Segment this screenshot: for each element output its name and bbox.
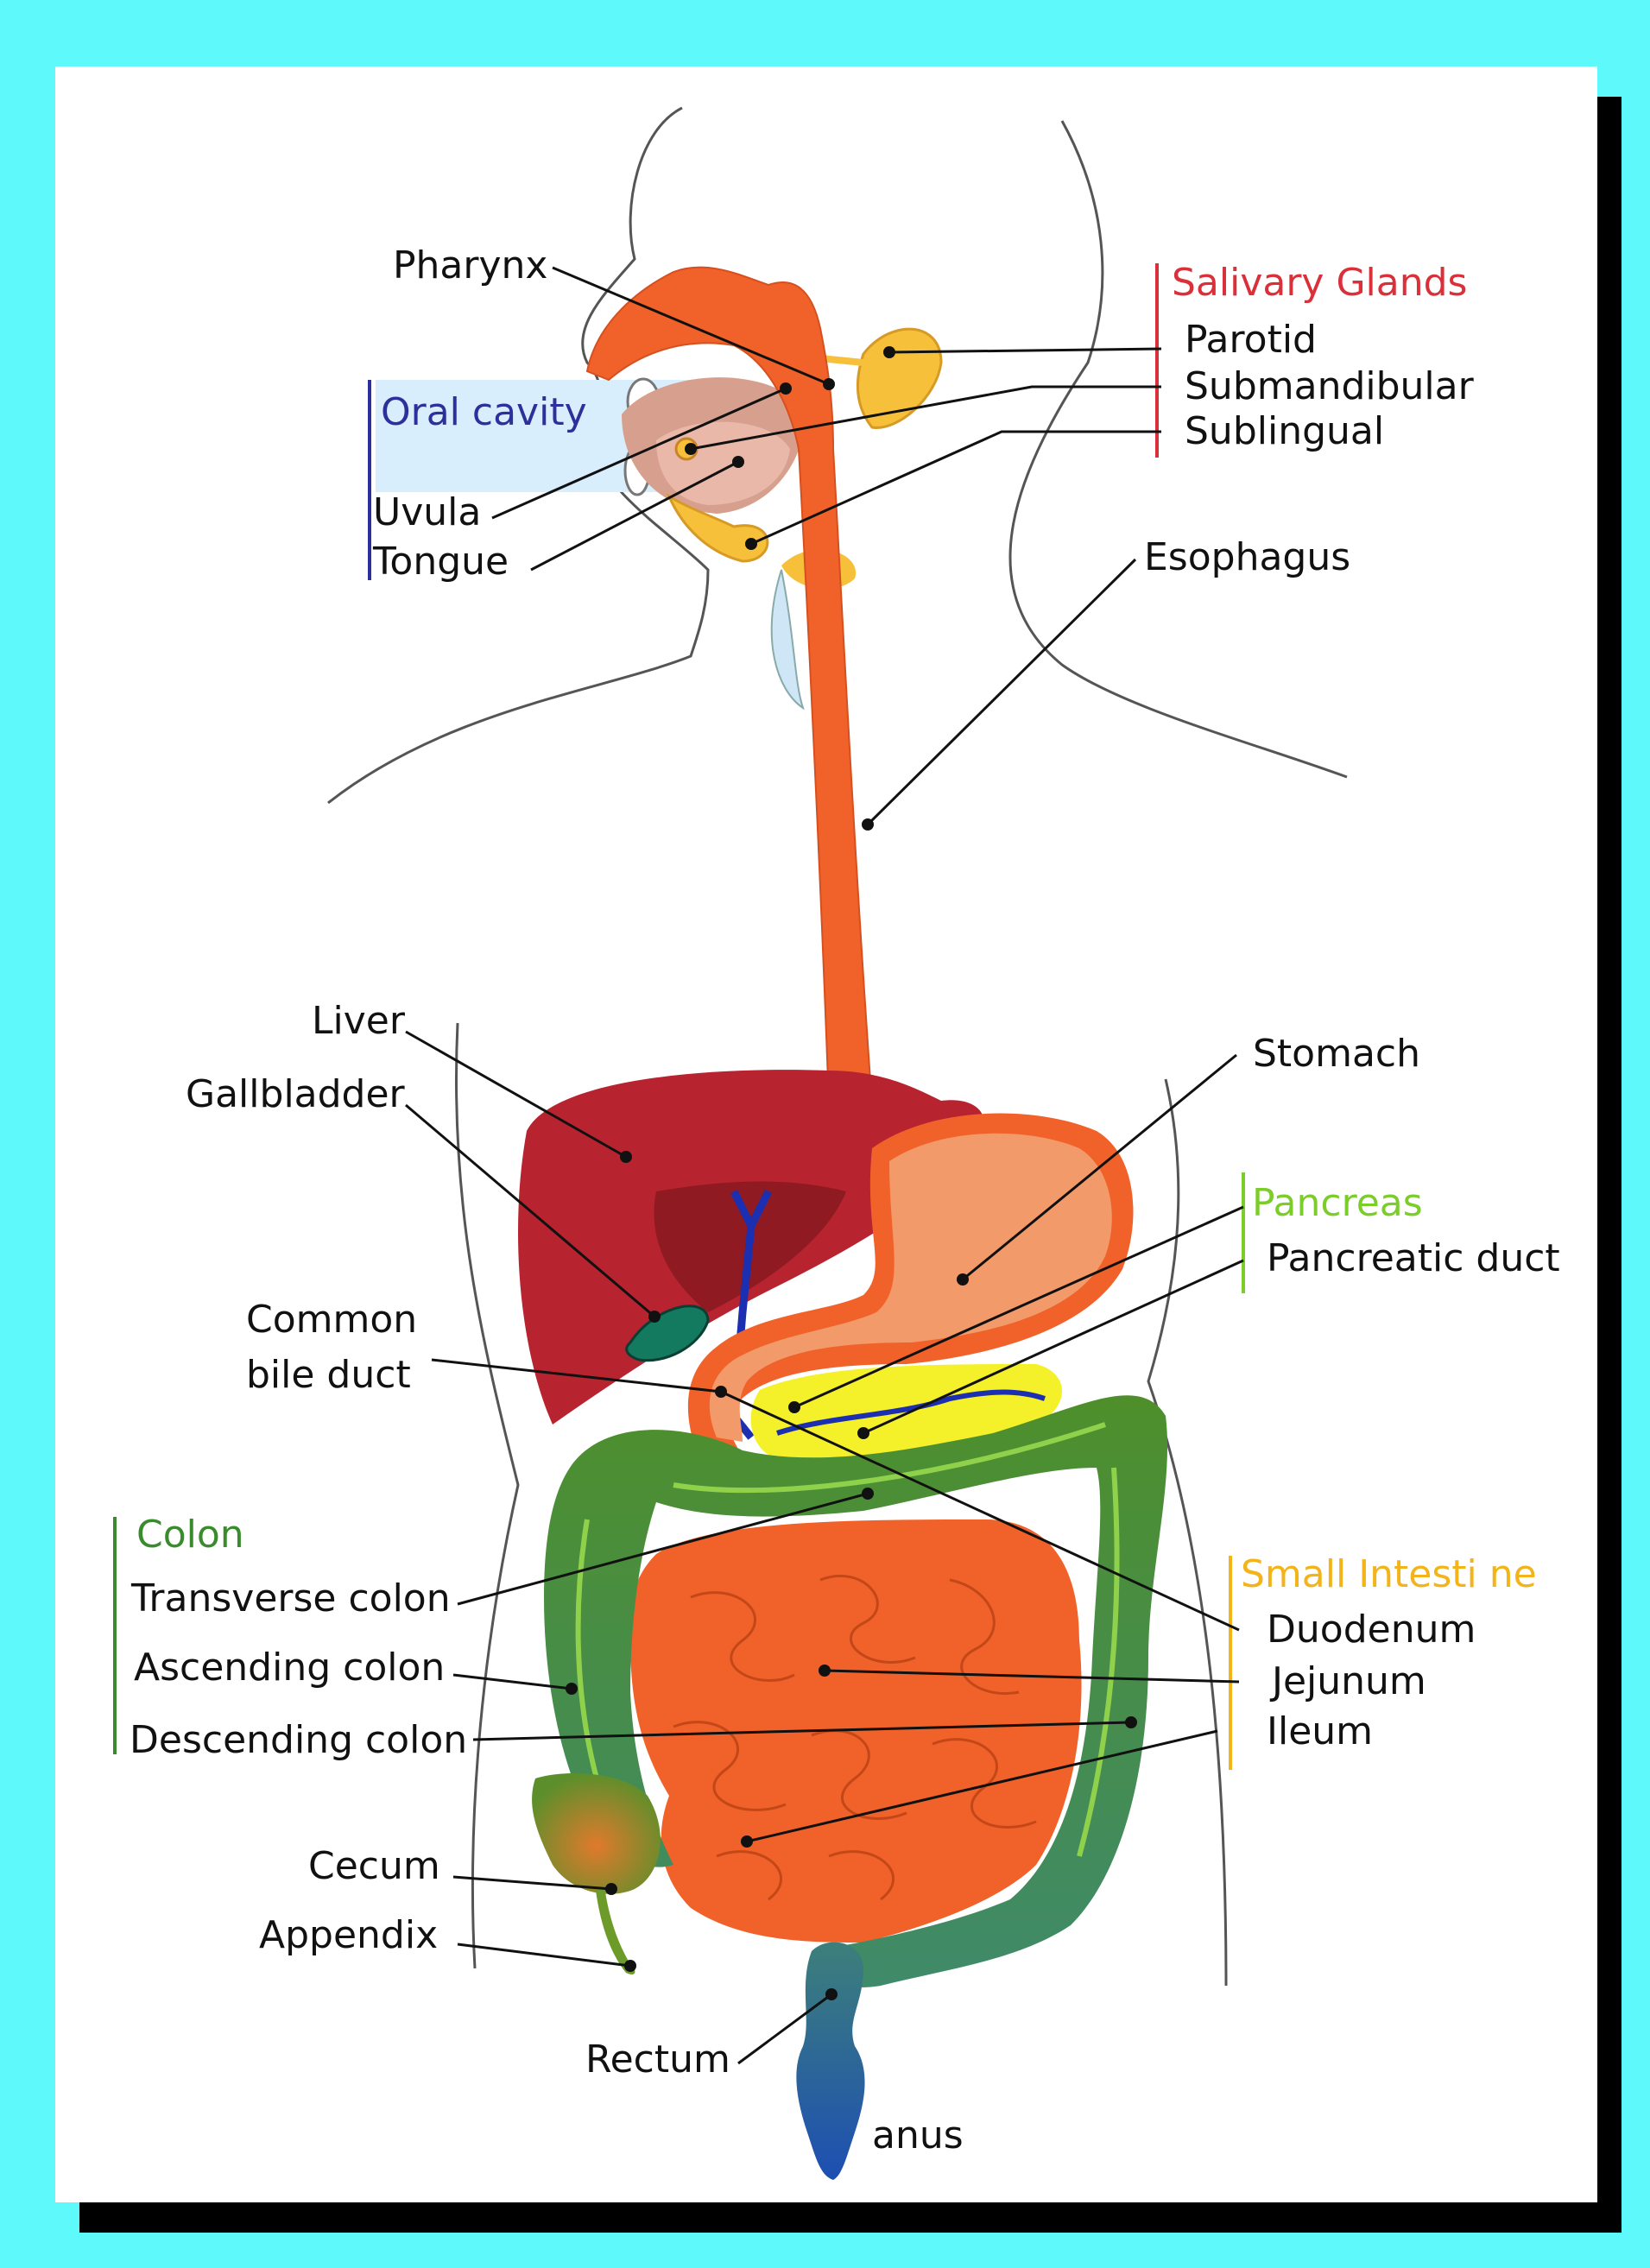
anus-label: anus: [872, 2113, 964, 2157]
stomach-inner-shape: [709, 1133, 1112, 1442]
appendix-label: Appendix: [259, 1913, 438, 1957]
sublingual-label: Sublingual: [1185, 409, 1384, 453]
salivary-glands-title: Salivary Glands: [1172, 261, 1467, 305]
leader-lines: [405, 266, 1244, 2065]
cecum-shape: [532, 1773, 661, 1894]
pancreatic-duct-label: Pancreatic duct: [1267, 1236, 1560, 1280]
pancreas-title: Pancreas: [1252, 1181, 1423, 1225]
parotid-label: Parotid: [1185, 318, 1317, 362]
descending-colon-label: Descending colon: [130, 1718, 467, 1762]
small-intestine-folds: [673, 1574, 1037, 1901]
colon-title: Colon: [136, 1513, 244, 1557]
common-bile-duct-label-line1: Common: [246, 1298, 417, 1342]
submandibular-label: Submandibular: [1185, 364, 1475, 408]
group-brackets: [113, 263, 1245, 1770]
appendix-shape: [596, 1886, 635, 1974]
common-bile-duct-label-line2: bile duct: [246, 1353, 411, 1397]
pancreatic-duct-shape: [776, 1389, 1046, 1436]
rectum-shape: [796, 1942, 865, 2180]
ascending-colon-label: Ascending colon: [134, 1646, 445, 1690]
uvula-label: Uvula: [373, 490, 481, 534]
small-intestine-title: Small Intesti ne: [1241, 1552, 1537, 1596]
gallbladder-label: Gallbladder: [186, 1072, 406, 1116]
stomach-label: Stomach: [1253, 1032, 1420, 1076]
cecum-label: Cecum: [308, 1844, 440, 1888]
small-intestine-shape: [629, 1519, 1082, 1943]
esophagus-label: Esophagus: [1144, 535, 1350, 579]
jejunum-label: Jejunum: [1269, 1659, 1426, 1703]
oral-cavity-title: Oral cavity: [381, 390, 587, 434]
pharynx-label: Pharynx: [393, 243, 547, 287]
parotid-gland: [856, 327, 943, 429]
rectum-label: Rectum: [585, 2037, 730, 2082]
liver-label: Liver: [312, 999, 406, 1043]
duodenum-label: Duodenum: [1267, 1608, 1476, 1652]
ileum-label: Ileum: [1267, 1709, 1373, 1753]
transverse-colon-label: Transverse colon: [130, 1576, 451, 1620]
gallbladder-shape: [625, 1305, 710, 1362]
tongue-label: Tongue: [372, 540, 509, 584]
colon-shape: [544, 1395, 1168, 1987]
